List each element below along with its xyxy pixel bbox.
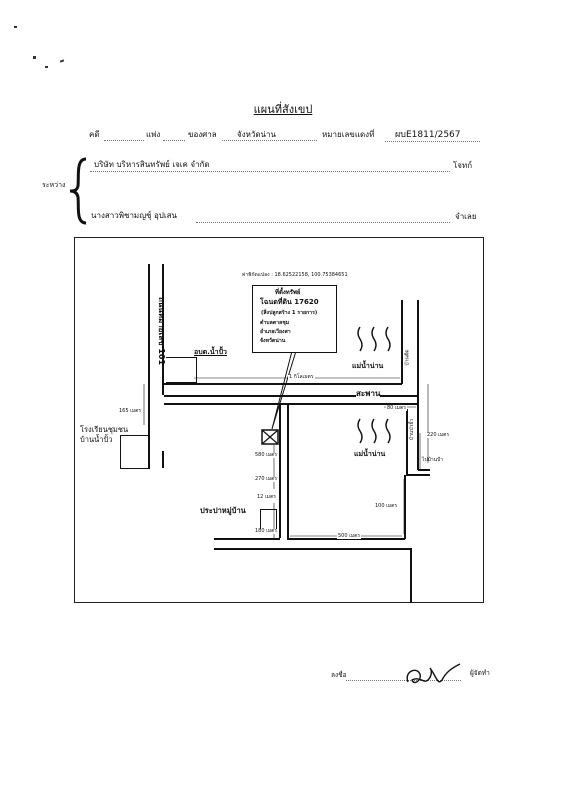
dotted-leader <box>385 141 480 142</box>
scan-speck <box>33 56 36 59</box>
scan-speck <box>14 26 17 28</box>
party-brace <box>69 157 87 225</box>
distance-1km: 1 กิโลเมตร <box>288 374 315 380</box>
distance-500m: 500 เมตร <box>337 533 362 539</box>
red-number-label: หมายเลขแดงที่ <box>322 130 375 139</box>
dotted-leader <box>346 680 461 681</box>
school-label-line2: บ้านน้ำปั้ว <box>80 435 113 444</box>
distance-100m: 100 เมตร <box>374 503 399 509</box>
soi-line <box>279 403 281 538</box>
plaintiff-role: โจทก์ <box>453 161 473 170</box>
callout-district: อำเภอเวียงสา <box>260 329 291 335</box>
plaintiff-name: บริษัท บริหารสินทรัพย์ เจเค จำกัด <box>94 160 210 169</box>
sign-label: ลงชื่อ <box>331 671 347 679</box>
distance-270m: 270 เมตร <box>254 476 279 482</box>
property-marker <box>261 429 279 445</box>
scan-speck <box>59 59 65 63</box>
property-callout <box>252 285 337 353</box>
river-wave-icon <box>357 418 391 444</box>
upper-road-line <box>164 383 402 385</box>
soi-line <box>214 538 280 540</box>
callout-title: ที่ตั้งทรัพย์ <box>275 289 301 296</box>
east-road-line <box>406 409 408 474</box>
highway-line <box>148 264 150 468</box>
dotted-leader <box>163 140 185 141</box>
distance-580m: 580 เมตร <box>254 452 279 458</box>
page-title: แผนที่สังเขป <box>253 103 313 116</box>
river-wave-icon <box>357 326 391 352</box>
defendant-role: จำเลย <box>455 212 477 221</box>
north-road-line <box>417 300 419 404</box>
scan-speck <box>45 66 48 68</box>
school-label: โรงเรียนชุมชน <box>80 425 129 434</box>
distance-165m: 165 เมตร <box>118 408 143 414</box>
bridge-label: สะพาน <box>356 389 381 398</box>
police-building <box>166 357 197 383</box>
case-prefix: คดี <box>89 130 100 139</box>
location-map: ค่าพิกัดแปลง : 18.62522158, 100.75384651… <box>74 237 484 603</box>
callout-building: (สิ่งปลูกสร้าง 1 รายการ) <box>261 310 318 316</box>
callout-province: จังหวัดน่าน <box>260 338 286 344</box>
soi-line <box>287 403 289 538</box>
case-type: แพ่ง <box>146 130 161 139</box>
highway-line <box>162 451 164 468</box>
dimension-lines <box>143 377 429 538</box>
police-label: อบต.น้ำปั้ว <box>194 348 227 356</box>
highway-line <box>162 264 164 395</box>
distance-80m: 80 เมตร <box>386 405 407 411</box>
dotted-leader <box>222 140 317 141</box>
east-road-line <box>418 469 430 471</box>
maker-role: ผู้จัดทำ <box>470 669 490 677</box>
school-building <box>120 435 150 469</box>
distance-12m: 12 เมตร <box>256 494 277 500</box>
river-label: แม่น้ำน่าน <box>354 450 386 458</box>
distance-220m: 220 เมตร <box>426 432 451 438</box>
court-prefix: ของศาล <box>188 130 217 139</box>
village-arrow-label: ไปบ้านป้า <box>422 457 444 463</box>
between-label: ระหว่าง <box>42 181 66 189</box>
north-road-line <box>401 300 403 384</box>
signature-image <box>406 663 461 684</box>
east-road-line <box>417 404 419 470</box>
soi-line <box>410 548 412 603</box>
distance-180m: 180 เมตร <box>254 528 279 534</box>
dotted-leader <box>90 171 450 172</box>
callout-subdistrict: ตำบลตาลชุม <box>260 320 290 326</box>
red-number: ผบE1811/2567 <box>395 130 461 140</box>
main-road-line <box>164 403 418 405</box>
coordinates-text: ค่าพิกัดแปลง : 18.62522158, 100.75384651 <box>242 272 348 278</box>
dotted-leader <box>196 222 450 223</box>
soi-line <box>214 548 410 550</box>
defendant-name: นางสาวพิชามญชุ์ อุปเสน <box>91 211 177 220</box>
main-road-line <box>164 395 418 397</box>
river-label: แม่น้ำน่าน <box>352 362 384 370</box>
callout-deed: โฉนดที่ดิน 17620 <box>260 298 319 306</box>
east-road-line <box>406 474 430 476</box>
village-tap-label: ประปาหมู่บ้าน <box>200 506 246 515</box>
soi-line <box>404 475 406 539</box>
dotted-leader <box>104 140 144 141</box>
court-name: จังหวัดน่าน <box>237 130 276 139</box>
